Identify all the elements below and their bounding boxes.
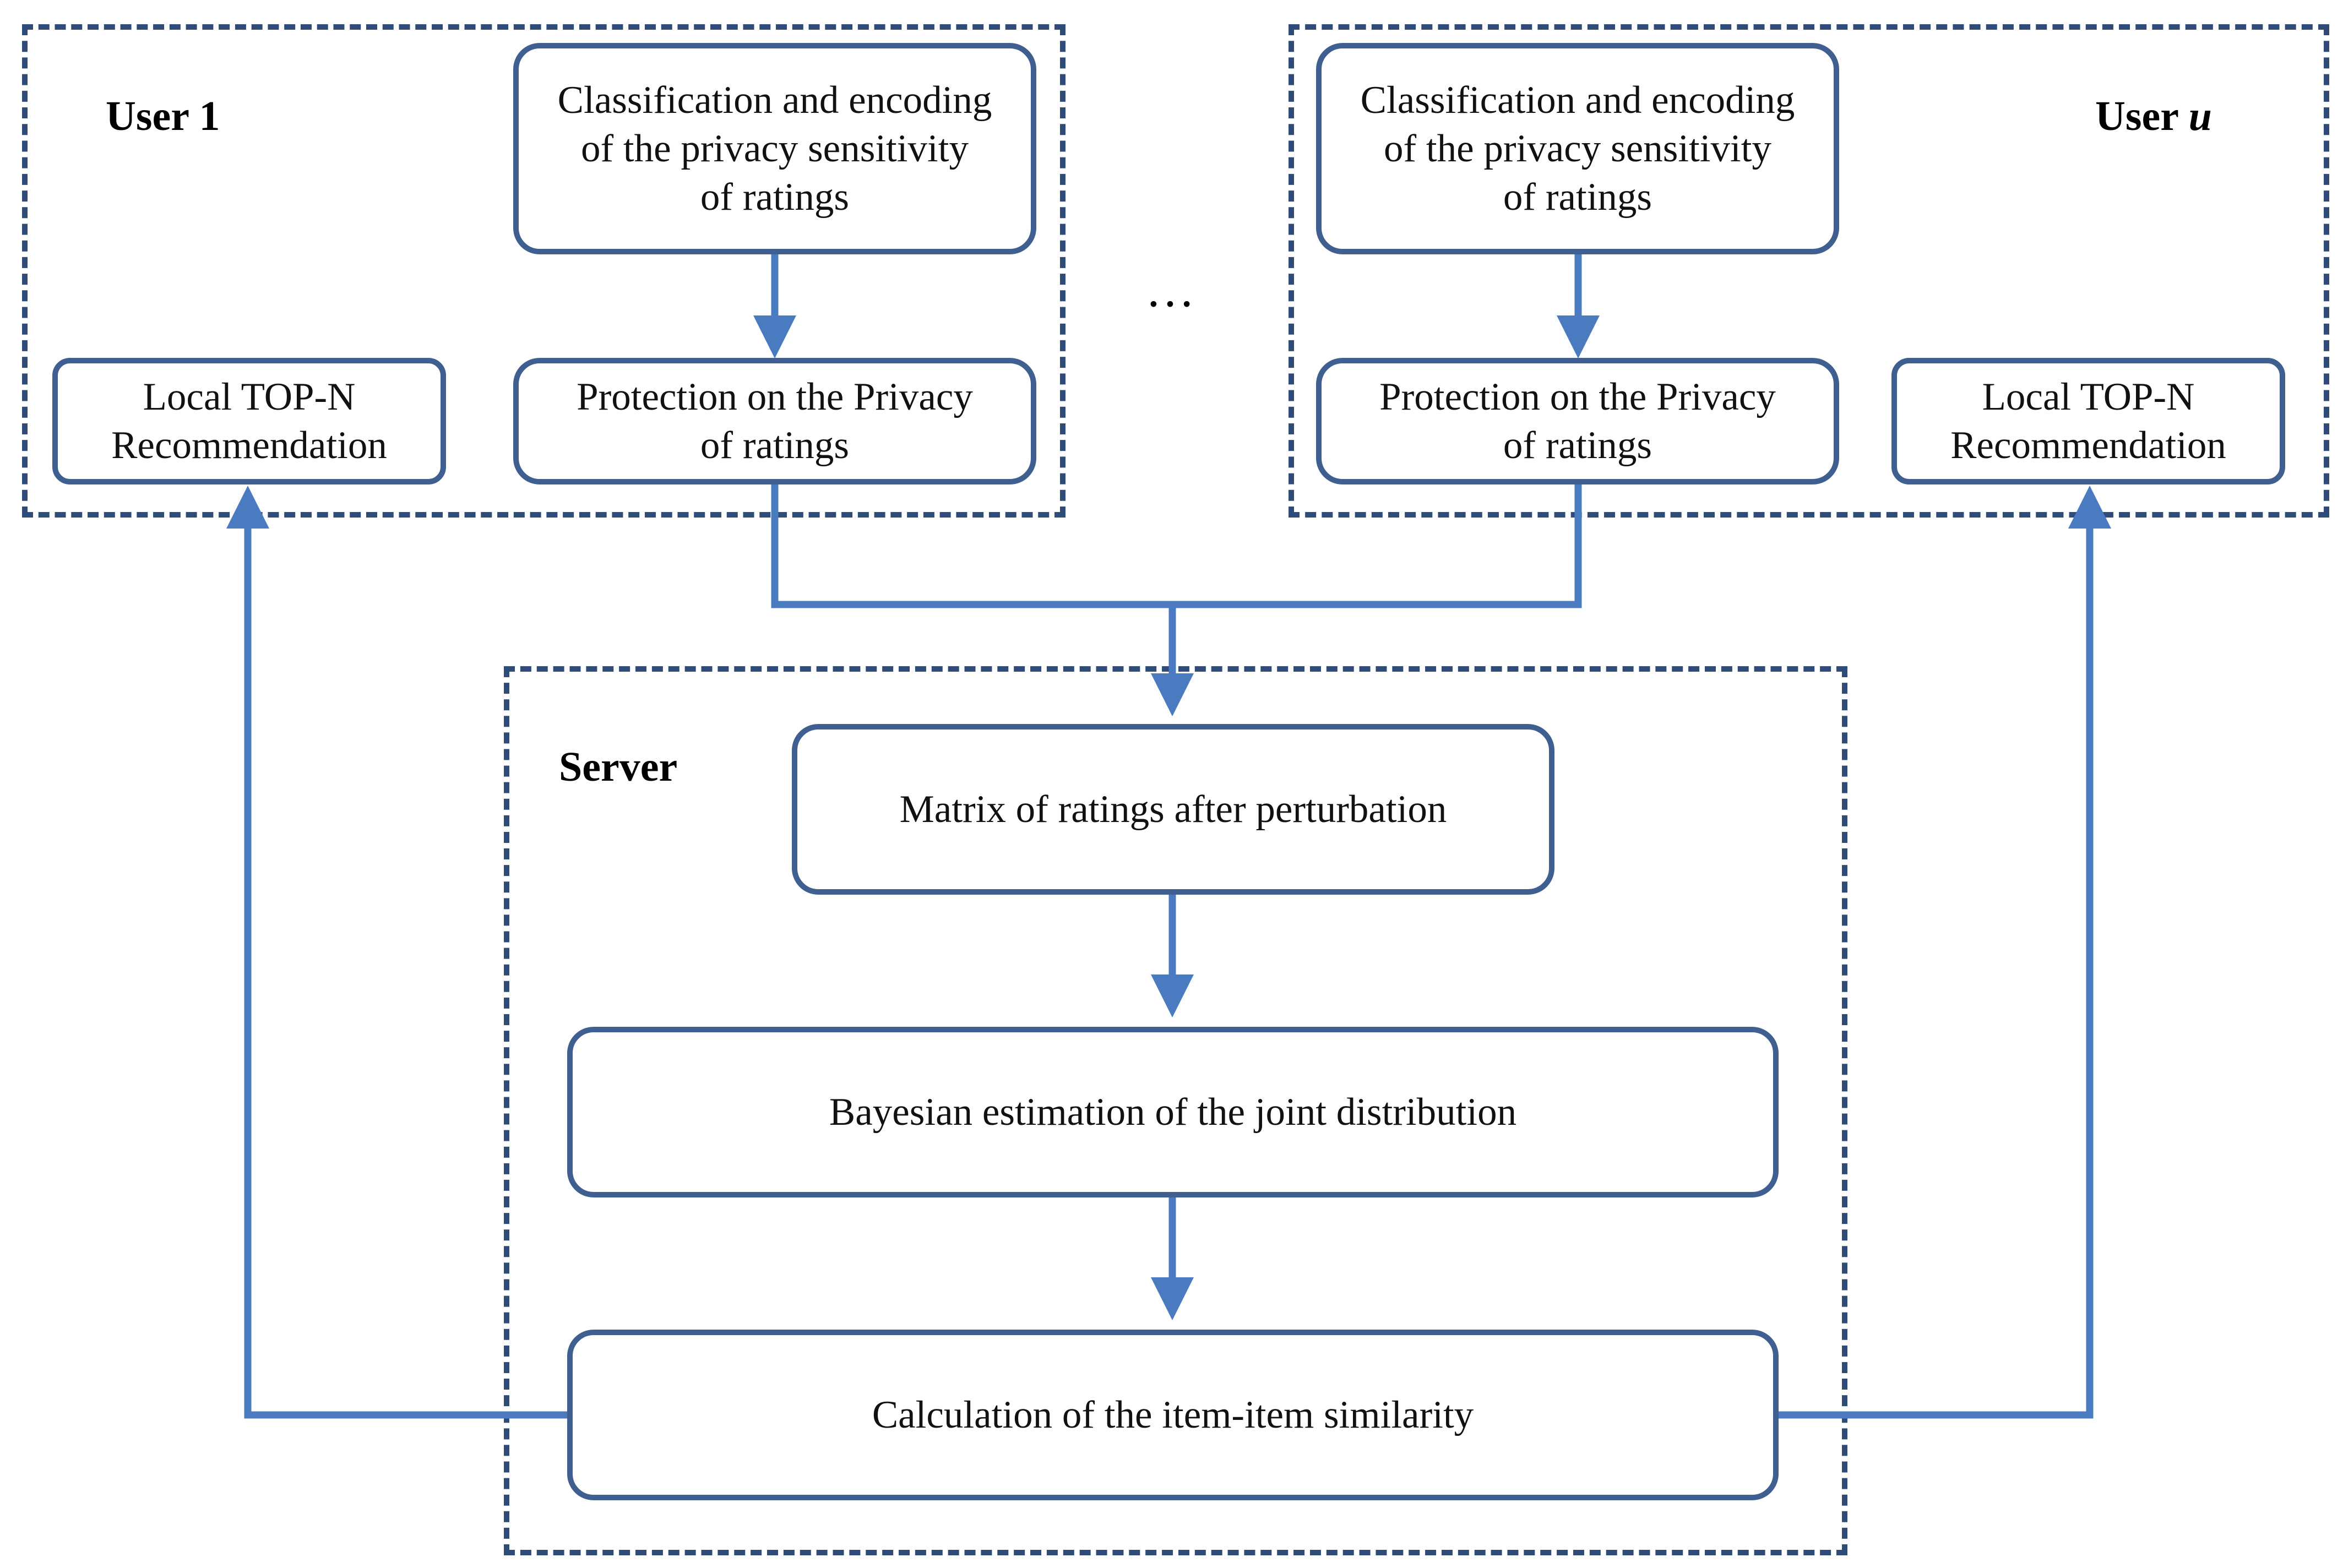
user-u-label: User u — [2095, 92, 2212, 140]
topn-box-user-1: Local TOP-N Recommendation — [52, 358, 446, 484]
server-label: Server — [559, 744, 678, 790]
similarity-box: Calculation of the item-item similarity — [567, 1330, 1779, 1500]
user-u-label-prefix: User — [2095, 93, 2189, 139]
line-protection-user-1-to-server — [771, 484, 1172, 608]
arrow-similarity-to-topn-user-u — [1779, 486, 2111, 1419]
user-1-label: User 1 — [106, 93, 220, 139]
classification-box-user-1: Classification and encoding of the priva… — [513, 43, 1036, 254]
ellipsis: … — [1145, 263, 1197, 317]
matrix-box: Matrix of ratings after perturbation — [792, 724, 1554, 895]
user-u-region — [1289, 24, 2329, 518]
user-1-region — [22, 24, 1066, 518]
protection-box-user-1: Protection on the Privacy of ratings — [513, 358, 1036, 484]
bayesian-box: Bayesian estimation of the joint distrib… — [567, 1027, 1779, 1197]
line-protection-user-u-to-server — [1172, 484, 1582, 608]
user-u-label-var: u — [2188, 93, 2212, 139]
protection-box-user-u: Protection on the Privacy of ratings — [1316, 358, 1839, 484]
topn-box-user-u: Local TOP-N Recommendation — [1891, 358, 2285, 484]
arrow-similarity-to-topn-user-1 — [226, 486, 567, 1419]
classification-box-user-u: Classification and encoding of the priva… — [1316, 43, 1839, 254]
